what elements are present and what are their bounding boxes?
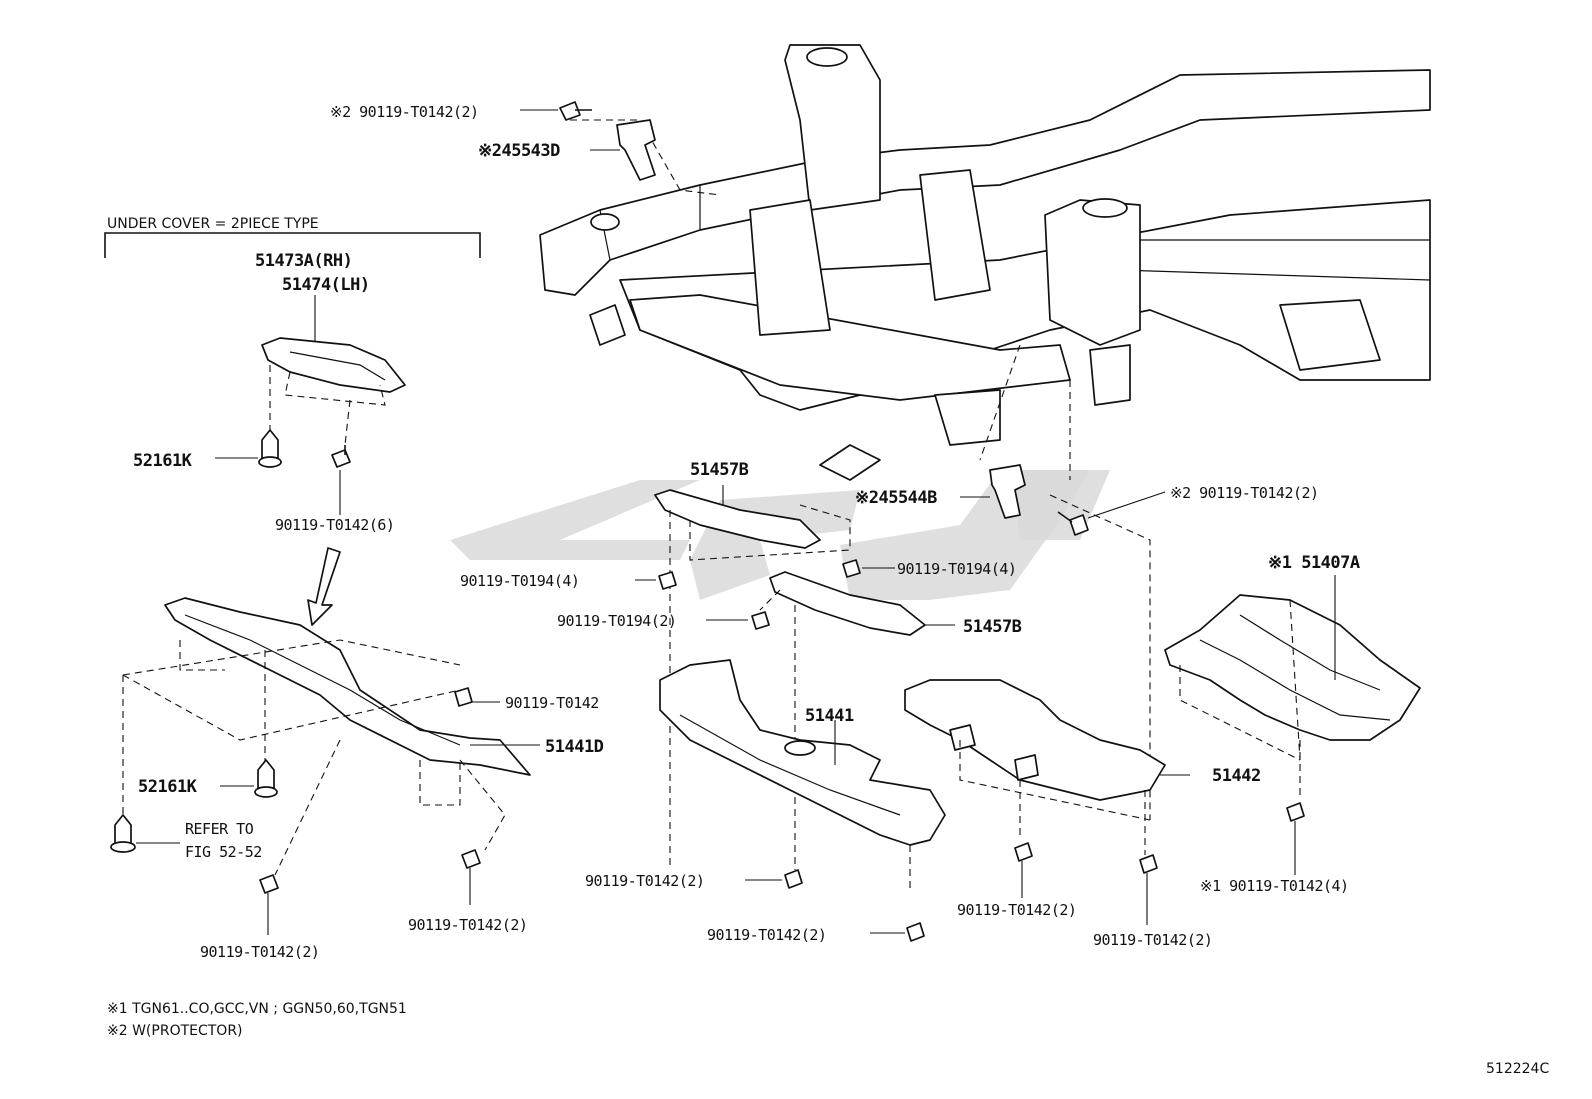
label-bolt-right2-2: 90119-T0142(2) (1093, 931, 1212, 949)
figure-code: 512224C (1486, 1061, 1549, 1077)
group-bracket (104, 232, 481, 258)
part-51441D (122, 597, 540, 876)
bolt-icon (461, 849, 481, 905)
label-bolt-center2-2: 90119-T0142(2) (707, 926, 826, 944)
bolt-icon (635, 571, 677, 590)
arrow-icon (307, 547, 341, 626)
label-51457B-upper: 51457B (690, 460, 749, 480)
label-52161K-upper: 52161K (133, 451, 193, 471)
label-bolt-t0194-2: 90119-T0194(2) (557, 612, 676, 630)
bolt-icon (842, 559, 895, 578)
label-bolt-t0142: 90119-T0142 (505, 694, 599, 712)
bracket-45544B (960, 464, 1026, 519)
vehicle-frame (539, 44, 1431, 481)
part-51473A-51474 (261, 295, 406, 446)
part-51442 (904, 679, 1190, 855)
label-refer-line2: FIG 52-52 (185, 843, 262, 861)
label-bolt-mid-right: ※2 90119-T0142(2) (1170, 484, 1319, 502)
label-refer-line1: REFER TO (185, 820, 254, 838)
label-51474: 51474(LH) (282, 275, 370, 295)
bolt-icon (1049, 491, 1166, 820)
bolt-icon (745, 869, 803, 889)
label-51407A: ※1 51407A (1268, 553, 1360, 573)
part-51457B-lower (759, 571, 955, 870)
label-51442: 51442 (1212, 766, 1261, 786)
label-bolt-left-2: 90119-T0142(2) (408, 916, 527, 934)
label-51441D: 51441D (545, 737, 604, 757)
label-bolt-t0142-6: 90119-T0142(6) (275, 516, 394, 534)
label-bolt-right3-4: ※1 90119-T0142(4) (1200, 877, 1349, 895)
label-bolt-top: ※2 90119-T0142(2) (330, 103, 479, 121)
label-51457B-lower: 51457B (963, 617, 1022, 637)
bolt-icon (454, 687, 500, 707)
label-bolt-t0194-4-right: 90119-T0194(4) (897, 560, 1016, 578)
push-clip-icon (215, 429, 282, 468)
bolt-icon (706, 611, 770, 630)
label-bolt-right1-2: 90119-T0142(2) (957, 901, 1076, 919)
label-45543D: ※245543D (478, 141, 560, 161)
part-51441 (659, 659, 946, 890)
footnote-2: ※2 W(PROTECTOR) (107, 1023, 243, 1039)
bolt-icon (520, 101, 592, 121)
bolt-icon (331, 445, 351, 515)
bolt-icon (1014, 842, 1033, 898)
label-51441: 51441 (805, 706, 854, 726)
watermark-logo (450, 470, 1110, 600)
bolt-icon (1139, 854, 1158, 925)
push-clip-icon (110, 814, 180, 853)
bolt-icon (870, 922, 925, 942)
bolt-icon (1286, 802, 1305, 875)
label-51473A: 51473A(RH) (255, 251, 352, 271)
label-bolt-center-2: 90119-T0142(2) (585, 872, 704, 890)
group-title: UNDER COVER = 2PIECE TYPE (107, 216, 319, 232)
label-45544B: ※245544B (855, 488, 937, 508)
push-clip-icon (220, 759, 278, 798)
label-bolt-t0194-4-left: 90119-T0194(4) (460, 572, 579, 590)
bracket-45543D (590, 119, 656, 181)
bolt-icon (259, 874, 279, 935)
label-bolt-left2-2: 90119-T0142(2) (200, 943, 319, 961)
part-51407A (1164, 575, 1421, 800)
footnote-1: ※1 TGN61..CO,GCC,VN ; GGN50,60,TGN51 (107, 1001, 407, 1017)
label-52161K-lower: 52161K (138, 777, 198, 797)
